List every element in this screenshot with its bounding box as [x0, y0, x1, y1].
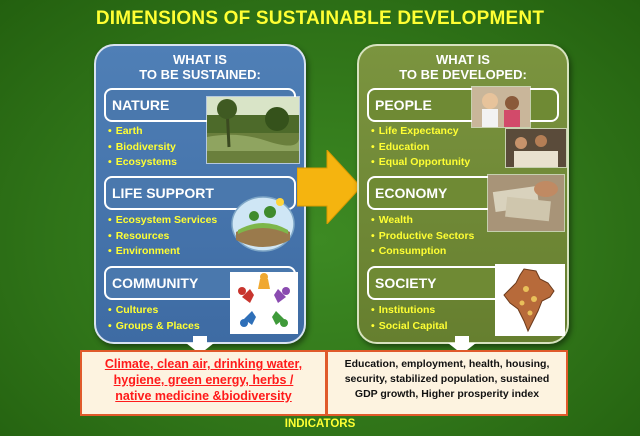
wetland-photo [206, 96, 300, 164]
development-indicators-box: Education, employment, health, housing, … [326, 350, 568, 416]
list-item: Earth [108, 124, 177, 140]
list-item: Groups & Places [108, 319, 200, 335]
list-item: Wealth [371, 213, 474, 229]
environment-indicators-line: Climate, clean air, drinking water, [104, 357, 303, 371]
section-people-label: PEOPLE [375, 97, 432, 113]
down-arrow-right-icon [448, 336, 476, 354]
environment-indicators-line: hygiene, green energy, herbs / [113, 373, 294, 387]
nature-list: Earth Biodiversity Ecosystems [108, 124, 177, 171]
india-map-icon [495, 264, 565, 336]
money-photo [487, 174, 565, 232]
list-item: Education [371, 140, 470, 156]
list-item: Institutions [371, 303, 448, 319]
slide-title: DIMENSIONS OF SUSTAINABLE DEVELOPMENT [95, 8, 545, 29]
list-item: Environment [108, 244, 217, 260]
people-photo [471, 86, 531, 128]
people-list: Life Expectancy Education Equal Opportun… [371, 124, 471, 171]
developed-panel: WHAT IS TO BE DEVELOPED: PEOPLE Life Exp… [357, 44, 569, 344]
list-item: Consumption [371, 244, 474, 260]
community-list: Cultures Groups & Places [108, 303, 200, 334]
down-arrow-left-icon [186, 336, 214, 354]
economy-list: Wealth Productive Sectors Consumption [371, 213, 475, 260]
developed-heading-line2: TO BE DEVELOPED: [399, 67, 527, 82]
development-indicators-line: Education, employment, health, housing, [344, 358, 550, 370]
development-indicators-line: GDP growth, Higher prosperity index [354, 388, 540, 400]
list-item: Resources [108, 229, 217, 245]
indicators-label: INDICATORS [284, 418, 356, 430]
section-society-label: SOCIETY [375, 275, 437, 291]
section-life-support: LIFE SUPPORT [104, 176, 296, 210]
list-item: Biodiversity [108, 140, 177, 156]
society-list: Institutions Social Capital [371, 303, 448, 334]
list-item: Ecosystems [108, 155, 177, 171]
environment-indicators-box: Climate, clean air, drinking water, hygi… [80, 350, 327, 416]
list-item: Social Capital [371, 319, 448, 335]
list-item: Productive Sectors [371, 229, 475, 245]
education-photo [505, 128, 567, 168]
environment-indicators-line: native medicine &biodiversity [115, 389, 292, 403]
community-figures-icon [230, 272, 298, 334]
list-item: Ecosystem Services [108, 213, 218, 229]
right-arrow-icon [297, 150, 361, 224]
section-community-label: COMMUNITY [112, 275, 199, 291]
list-item: Equal Opportunity [371, 155, 471, 171]
section-economy-label: ECONOMY [375, 185, 448, 201]
sustained-heading-line2: TO BE SUSTAINED: [139, 67, 261, 82]
development-indicators-line: security, stabilized population, sustain… [344, 373, 550, 385]
sustained-panel: WHAT IS TO BE SUSTAINED: NATURE Earth Bi… [94, 44, 306, 344]
section-life-support-label: LIFE SUPPORT [112, 185, 214, 201]
sustained-heading-line1: WHAT IS [173, 52, 227, 67]
earth-cycle-icon [230, 192, 296, 252]
list-item: Life Expectancy [371, 124, 470, 140]
list-item: Cultures [108, 303, 200, 319]
section-nature-label: NATURE [112, 97, 170, 113]
developed-heading-line1: WHAT IS [436, 52, 490, 67]
life-support-list: Ecosystem Services Resources Environment [108, 213, 218, 260]
